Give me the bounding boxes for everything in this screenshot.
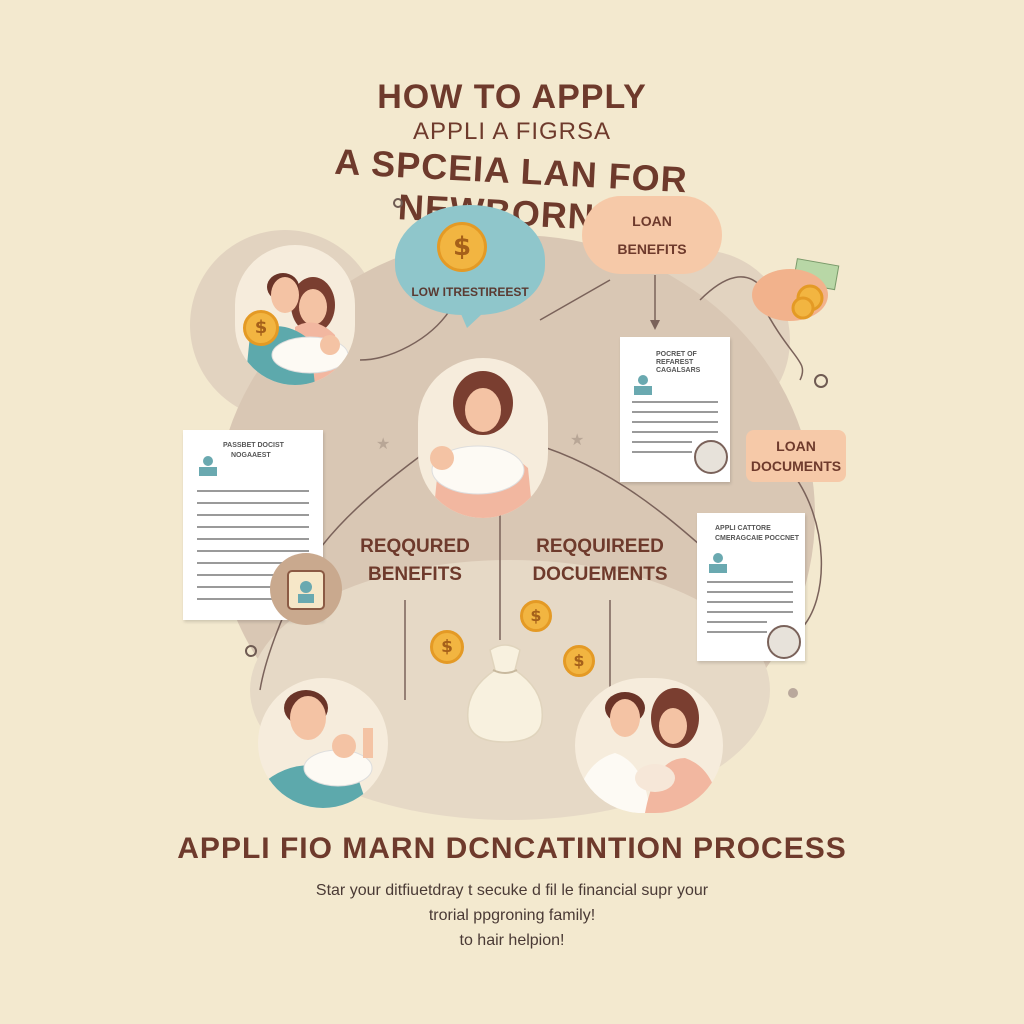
document-header: NOGAAEST	[231, 452, 271, 459]
title-line-1: HOW TO APPLY	[377, 78, 647, 116]
required-benefits-label: REQQURED BENEFITS	[345, 533, 485, 589]
star-icon: ★	[376, 436, 391, 453]
person-icon	[634, 375, 652, 395]
document-header: APPLI CATTORE	[715, 525, 771, 532]
footer-line-1: Star your ditfiuetdray t secuke d fil le…	[315, 882, 709, 899]
loan-documents-box: LOAN DOCUMENTS	[746, 430, 846, 482]
bubble-tail	[455, 300, 497, 328]
decor-dot	[814, 374, 828, 388]
document-header: PASSBET DOCIST	[223, 442, 284, 449]
document-header: CAGALSARS	[656, 367, 701, 374]
low-interest-label: LOW ITRESTIREEST	[411, 285, 529, 299]
coin-icon: $	[563, 645, 595, 677]
document-header: CMERAGCAIE POCCNET	[715, 535, 800, 542]
couple-baby-illustration	[575, 688, 720, 813]
document-header: REFAREST	[656, 359, 694, 366]
required-documents-line-1: REQQUIREED	[536, 536, 664, 557]
coin-icon: $	[243, 310, 279, 346]
footer-line-2: trorial ppgroning family!	[428, 907, 596, 924]
required-benefits-line-2: BENEFITS	[368, 564, 462, 585]
stamp-icon	[694, 440, 728, 474]
star-icon: ★	[570, 432, 585, 449]
person-icon	[709, 553, 727, 573]
loan-documents-line-1: LOAN	[776, 438, 816, 454]
process-title: APPLI FIO MARN DCNCATINTION PROCESS	[177, 832, 847, 865]
father-portrait-bottom-left	[258, 678, 388, 808]
parents-baby-illustration	[245, 273, 349, 385]
mother-portrait-center	[418, 358, 548, 518]
decor-dot	[788, 688, 798, 698]
money-bag-icon	[467, 644, 543, 743]
stamp-icon	[767, 625, 801, 659]
loan-documents-line-2: DOCUMENTS	[750, 458, 842, 474]
decor-dot	[245, 645, 257, 657]
document-header: POCRET OF	[656, 351, 697, 358]
loan-benefits-bubble: LOAN BENEFITS	[582, 196, 722, 274]
couple-portrait-bottom-right	[575, 678, 723, 813]
loan-benefits-line-2: BENEFITS	[617, 241, 687, 257]
father-baby-illustration	[258, 690, 373, 808]
title-line-2: APPLI A FIGRSA	[412, 118, 612, 145]
footer-line-3: to hair helpion!	[459, 932, 565, 949]
loan-benefits-line-1: LOAN	[632, 213, 672, 229]
required-benefits-line-1: REQQURED	[360, 536, 470, 557]
document-right-top: POCRET OF REFAREST CAGALSARS	[620, 337, 730, 482]
coin-icon: $	[437, 222, 487, 272]
id-badge-circle	[270, 553, 342, 625]
hand-money-icon	[752, 258, 840, 321]
id-badge-icon	[287, 570, 325, 610]
required-documents-label: REQQUIREED DOCUEMENTS	[520, 533, 680, 589]
mother-baby-illustration	[430, 371, 533, 518]
family-portrait-top-left	[235, 245, 355, 385]
person-icon	[199, 456, 217, 476]
coin-icon: $	[520, 600, 552, 632]
required-documents-line-2: DOCUEMENTS	[532, 564, 668, 585]
decor-dot	[393, 198, 403, 208]
coin-icon: $	[430, 630, 464, 664]
